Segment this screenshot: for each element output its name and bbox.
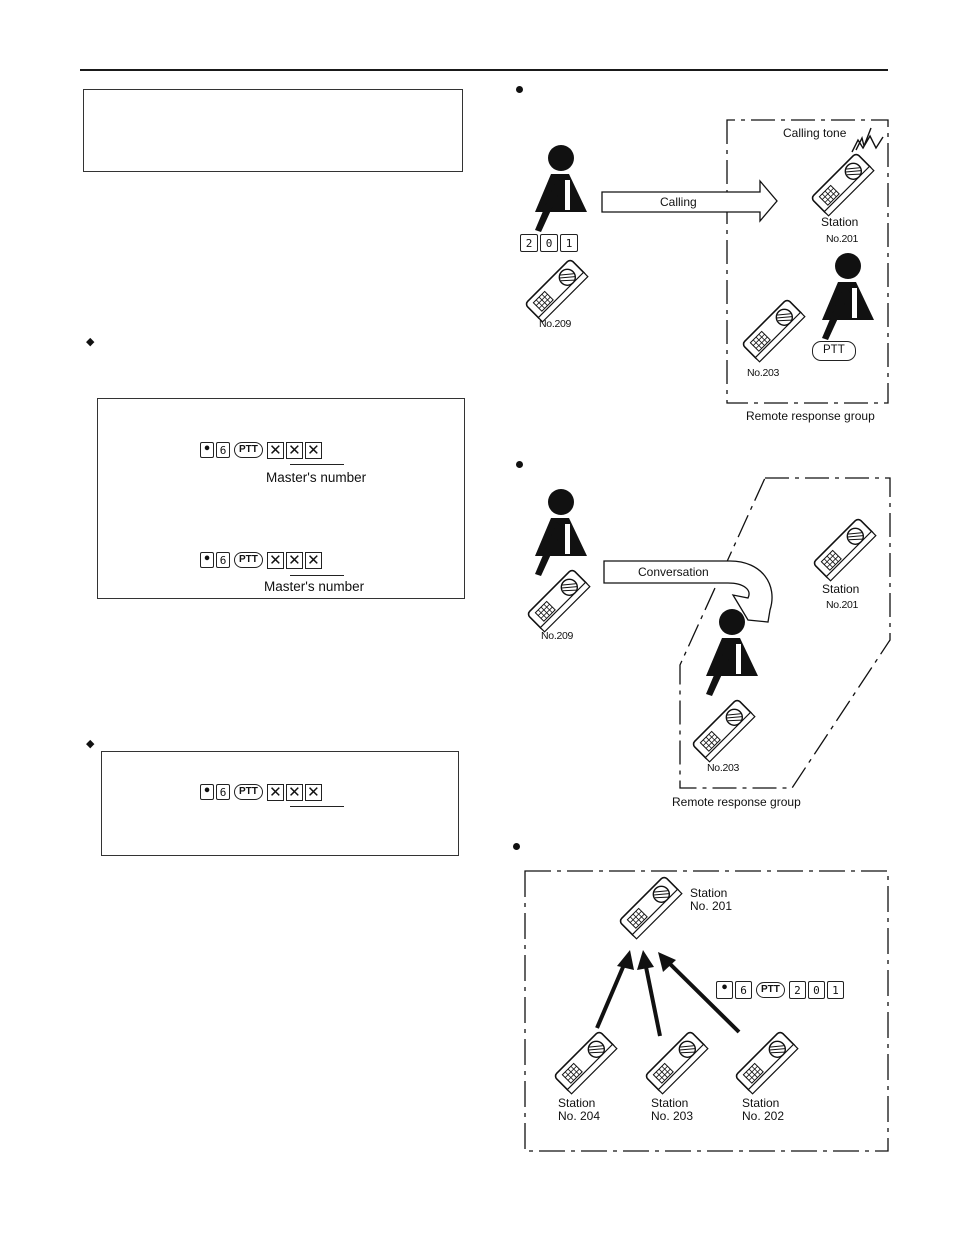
handheld-station-icon (618, 875, 683, 940)
group-caption: Remote response group (746, 409, 875, 423)
bullet-dot (516, 86, 523, 93)
station-number: No.203 (747, 367, 780, 379)
station-label: Station (558, 1096, 596, 1110)
digit-key: 1 (560, 234, 578, 252)
x-key: ✕ (304, 783, 322, 801)
handheld-station-icon (644, 1030, 709, 1095)
caller-station-number: No.209 (539, 318, 572, 330)
header-rule (80, 69, 888, 71)
station-number: No.201 (826, 599, 859, 611)
calling-arrow-label: Calling (660, 195, 697, 209)
caller-station-number: No.209 (541, 630, 574, 642)
bullet-diamond: ◆ (86, 738, 95, 750)
block-arrow-icon (601, 179, 778, 223)
ptt-button: PTT (812, 341, 856, 361)
station-label: Station (651, 1096, 689, 1110)
number-underline (290, 464, 344, 465)
dial-sequence: 2 0 1 (520, 233, 578, 253)
handheld-station-icon (734, 1030, 799, 1095)
key-sequence-3: • 6 PTT ✕ ✕ ✕ (200, 782, 322, 802)
x-key: ✕ (266, 441, 284, 459)
six-key: 6 (216, 552, 230, 568)
digit-key: 2 (520, 234, 538, 252)
station-label: Station (822, 582, 860, 596)
digit-key: 2 (788, 981, 806, 999)
ptt-key: PTT (756, 982, 785, 998)
six-key: 6 (735, 981, 752, 999)
master-station-number: No. 201 (690, 899, 733, 913)
dot-key: • (716, 981, 733, 999)
title-box (83, 89, 463, 172)
bullet-dot (516, 461, 523, 468)
station-label: Station (742, 1096, 780, 1110)
handheld-station-icon (553, 1030, 618, 1095)
conversation-arrow-label: Conversation (638, 565, 709, 579)
six-key: 6 (216, 442, 230, 458)
station-number: No. 204 (558, 1109, 601, 1123)
key-sequence-4: • 6 PTT 2 0 1 (716, 980, 844, 1000)
number-underline (290, 575, 344, 576)
key-sequence-1: • 6 PTT ✕ ✕ ✕ (200, 440, 322, 460)
station-number: No. 203 (651, 1109, 694, 1123)
station-number: No.203 (707, 762, 740, 774)
x-key: ✕ (285, 551, 303, 569)
x-key: ✕ (266, 551, 284, 569)
number-underline (290, 806, 344, 807)
digit-key: 0 (540, 234, 558, 252)
masters-number-caption: Master's number (264, 579, 365, 594)
key-sequence-2: • 6 PTT ✕ ✕ ✕ (200, 550, 322, 570)
operation-box-1 (97, 398, 465, 599)
ptt-key: PTT (234, 784, 263, 800)
dot-key: • (200, 442, 214, 458)
x-key: ✕ (266, 783, 284, 801)
bullet-diamond: ◆ (86, 336, 95, 348)
digit-key: 1 (826, 981, 844, 999)
curved-arrow-icon (603, 560, 773, 623)
x-key: ✕ (285, 783, 303, 801)
six-key: 6 (216, 784, 230, 800)
bullet-dot (513, 843, 520, 850)
digit-key: 0 (807, 981, 825, 999)
x-key: ✕ (304, 551, 322, 569)
x-key: ✕ (304, 441, 322, 459)
masters-number-caption: Master's number (266, 470, 367, 485)
ptt-key: PTT (234, 442, 263, 458)
station-label: Station (821, 215, 859, 229)
master-station-label: Station (690, 886, 728, 900)
x-key: ✕ (285, 441, 303, 459)
dot-key: • (200, 552, 214, 568)
ptt-key: PTT (234, 552, 263, 568)
operation-box-2 (101, 751, 459, 856)
dot-key: • (200, 784, 214, 800)
calling-tone-zigzag-icon (851, 127, 884, 153)
group-caption: Remote response group (672, 795, 801, 809)
station-number: No. 202 (742, 1109, 785, 1123)
station-number: No.201 (826, 233, 859, 245)
calling-tone-label: Calling tone (783, 126, 847, 140)
